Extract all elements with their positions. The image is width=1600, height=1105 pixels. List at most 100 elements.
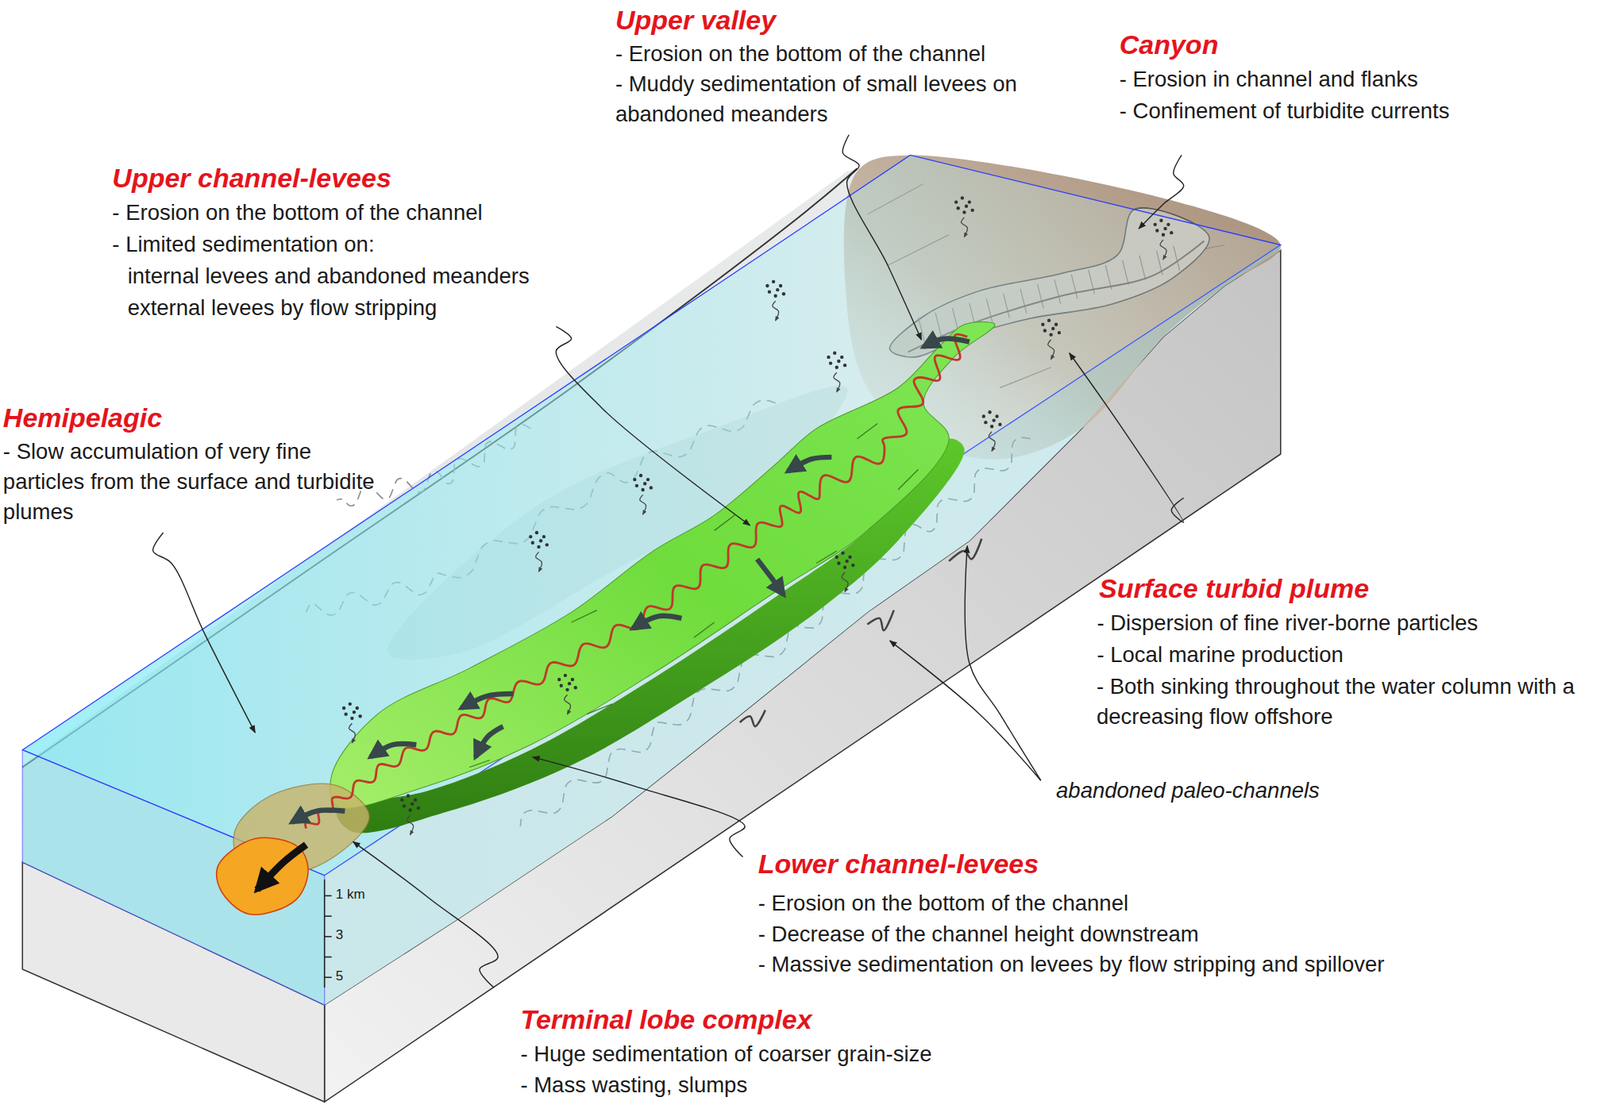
particle [835,555,839,560]
particle [1047,318,1051,322]
zone-note: - Limited sedimentation on: [111,229,374,260]
zone-heading: Upper channel-levees [111,161,391,195]
particle-group [954,196,975,237]
zone-note: - Mass wasting, slumps [520,1070,748,1101]
particle [632,478,637,482]
particle-group [342,702,363,744]
zone-note: - Dispersion of fine river-borne particl… [1096,608,1478,639]
particle [998,423,1002,427]
particle [962,210,966,214]
particle [778,284,783,288]
particle [782,292,786,296]
particle [840,355,844,359]
particle [559,684,563,688]
particle [1166,223,1170,227]
channel-levee-fan [216,321,995,915]
zone-note: - Confinement of turbidite currents [1119,96,1450,127]
particle [406,794,410,798]
particle [848,555,852,560]
profile-step [740,710,766,728]
particle [994,414,999,418]
sinking-arrow [640,494,647,514]
levee-contour [714,515,736,531]
scale-tick [324,936,332,938]
leader-line [1138,154,1184,229]
particle [342,706,346,710]
leader-line [532,757,745,858]
sinking-arrow [1160,239,1167,259]
flow-arrow [461,693,514,709]
flow-arrow [257,844,307,891]
zone-note: - Erosion on the bottom of the channel [758,888,1129,919]
zone-note: - Slow accumulation of very fine particl… [3,436,391,528]
particle [358,714,362,718]
particle [771,280,775,284]
sinking-arrow [772,300,779,320]
particle [840,551,845,555]
particle [574,686,578,690]
leader-line [964,546,1041,782]
particle [400,798,404,802]
levee-contour [693,622,715,638]
levee-contour [469,760,490,768]
particle-group [1040,318,1061,359]
particle [1048,332,1053,336]
levee-contour [816,551,837,563]
particle [646,478,650,482]
zone-heading: Hemipelagic [3,400,162,435]
zone-note: external levees by flow stripping [127,293,438,324]
particle [535,531,539,535]
particle [851,563,855,567]
flow-arrow [370,744,417,757]
particle [982,414,986,418]
leader-line [353,841,498,988]
particle [1051,327,1055,331]
levee-contour [856,423,878,439]
flow-arrow [757,559,784,595]
particle [843,363,847,367]
seafloor [22,154,1281,1006]
particle [567,682,571,686]
particle [1057,331,1061,335]
flow-arrow [787,457,832,472]
particle-group [632,474,653,515]
zone-note: - Erosion on the bottom of the channel [111,197,482,228]
zone-heading: Lower channel-levees [758,847,1039,881]
particle [1040,323,1045,327]
flow-arrow [292,810,346,823]
leader-line [1069,353,1184,523]
particle [1054,323,1058,327]
particle-symbols [324,196,1174,988]
particle [843,565,847,569]
levee-contour [586,704,613,715]
particle [539,539,543,543]
particle [545,543,549,547]
particle [355,706,359,710]
sinking-arrow [833,372,841,392]
zone-note: - Local marine production [1096,640,1343,671]
particle [639,474,643,478]
particle [835,366,839,370]
zone-note: - Decrease of the channel height downstr… [758,919,1200,950]
particle [836,561,841,565]
particle [767,289,772,294]
particle-group [1153,219,1174,260]
particle [531,541,535,545]
particle [956,206,960,210]
flow-arrow [475,726,504,758]
particle [635,484,639,488]
particle [991,418,995,422]
particle [402,804,406,808]
particle [536,545,540,549]
scale-tick [324,956,332,959]
particle [570,678,575,682]
levee-contour [898,469,919,490]
zone-heading: Canyon [1119,27,1219,62]
zone-heading: Upper valley [615,3,776,37]
particle-group [400,794,421,835]
flow-arrow [923,339,970,347]
particle [640,488,644,492]
water-end [22,750,324,1006]
particle [1159,219,1163,223]
terminal-lobe [216,837,309,915]
